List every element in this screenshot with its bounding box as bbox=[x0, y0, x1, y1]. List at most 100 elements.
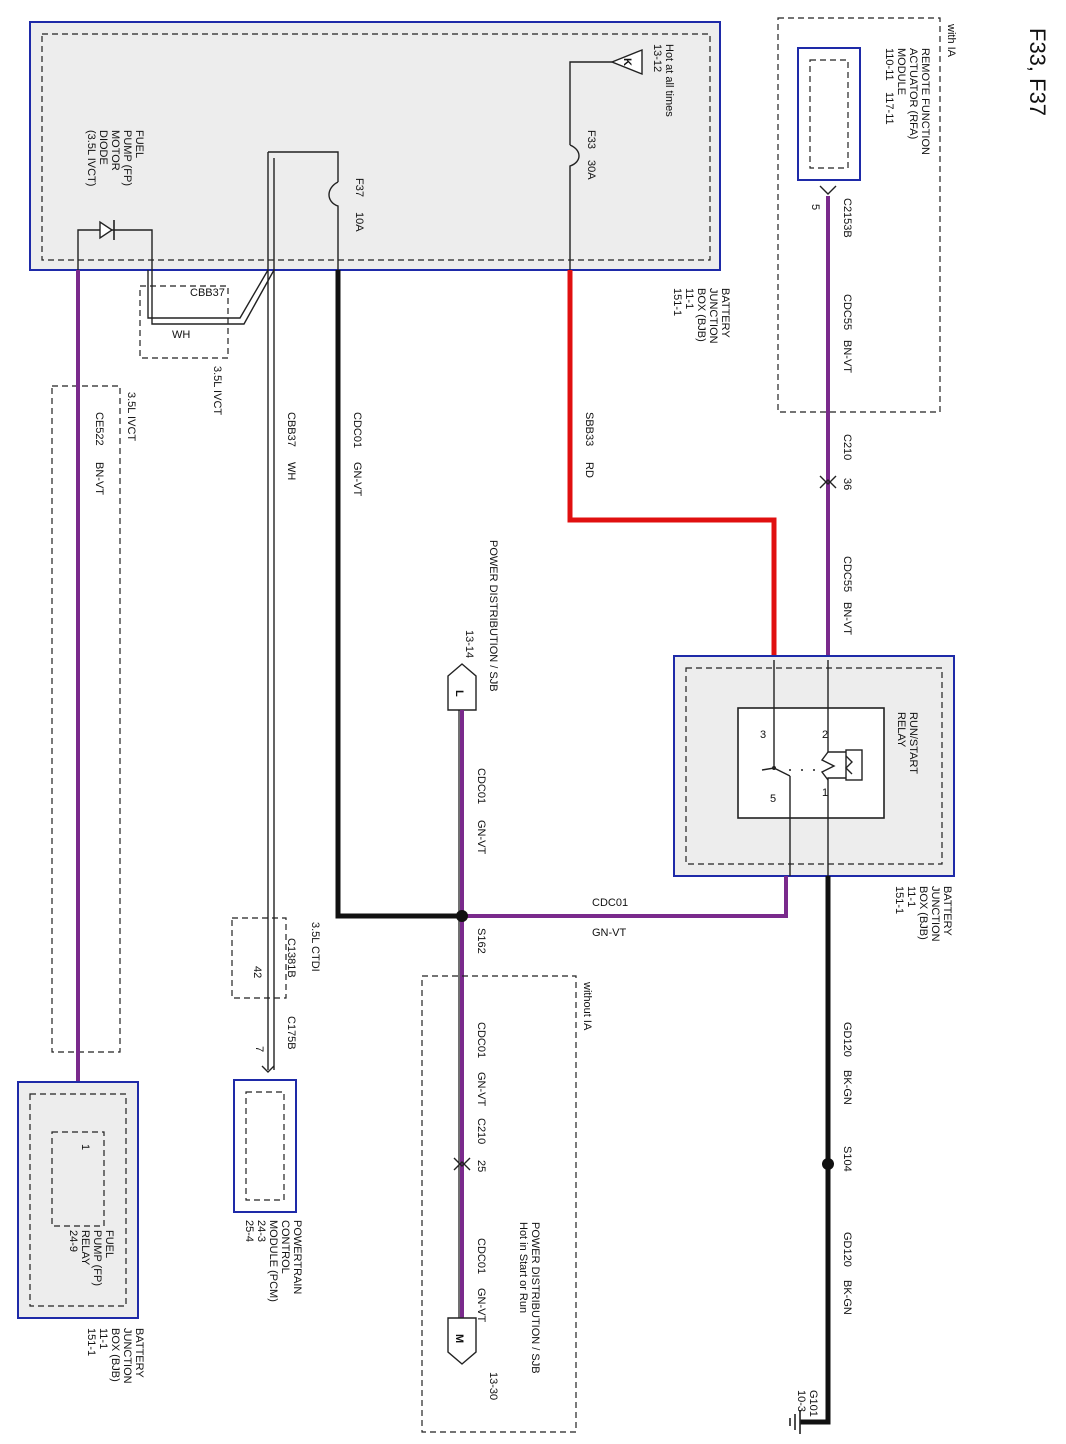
c2153b-label: C2153B bbox=[841, 198, 853, 238]
wire-cdc01-relay bbox=[462, 876, 788, 918]
c1381b-label: C1381B bbox=[285, 938, 297, 978]
fuse-f33-rating: 30A bbox=[585, 160, 597, 180]
svg-text:BOX (BJB): BOX (BJB) bbox=[695, 288, 707, 342]
cbb37-connector: CBB37 bbox=[190, 287, 225, 299]
svg-text:CONTROL: CONTROL bbox=[279, 1220, 291, 1274]
rfa-module-label: REMOTE FUNCTION ACTUATOR (RFA) MODULE 11… bbox=[883, 48, 931, 155]
wire-cdc01-horizontal-color: GN-VT bbox=[592, 927, 627, 939]
splice-s162-label: S162 bbox=[475, 928, 487, 954]
without-ia-condition-box bbox=[421, 975, 577, 1433]
cbb37-splice-box: CBB37 WH 3.5L IVCT bbox=[139, 269, 275, 415]
wire-cdc01-horizontal-label: CDC01 bbox=[592, 897, 628, 909]
svg-text:110-11: 110-11 bbox=[883, 48, 895, 81]
svg-text:151-1: 151-1 bbox=[671, 288, 683, 316]
svg-text:REMOTE FUNCTION: REMOTE FUNCTION bbox=[919, 48, 931, 155]
c210-25-connector: C210 25 bbox=[453, 1118, 487, 1172]
pd-bottom-sub: Hot in Start or Run bbox=[517, 1222, 529, 1313]
pd-bottom-label: POWER DISTRIBUTION / SJB bbox=[529, 1222, 541, 1374]
wire-cdc01-vertical-color-1: GN-VT bbox=[475, 820, 487, 855]
svg-text:11-1: 11-1 bbox=[97, 1328, 109, 1349]
fuse-f37-symbol bbox=[328, 181, 339, 270]
svg-text:FUEL: FUEL bbox=[133, 130, 145, 158]
wire-ce522-color: BN-VT bbox=[93, 462, 105, 495]
svg-text:11-1: 11-1 bbox=[905, 886, 917, 907]
wire-cdc55-label-top: CDC55 bbox=[841, 294, 853, 330]
svg-text:BATTERY: BATTERY bbox=[941, 886, 953, 936]
run-start-relay: 1 2 3 5 bbox=[737, 707, 885, 819]
ground-g101-icon bbox=[789, 1410, 801, 1434]
svg-text:24-9: 24-9 bbox=[67, 1230, 79, 1252]
c210-36-label: C210 bbox=[841, 434, 853, 460]
connector-pin-l: L bbox=[453, 690, 465, 697]
svg-text:MODULE: MODULE bbox=[895, 48, 907, 95]
svg-text:RUN/START: RUN/START bbox=[907, 712, 919, 774]
c2153b-pin: 5 bbox=[809, 204, 821, 210]
c2153b-connector: C2153B 5 bbox=[809, 185, 853, 238]
splice-s104-label: S104 bbox=[841, 1146, 853, 1172]
rfa-module-box bbox=[797, 47, 861, 181]
c175b-pin: 7 bbox=[253, 1046, 265, 1052]
pd-bottom-connector: M POWER DISTRIBUTION / SJB Hot in Start … bbox=[447, 1222, 541, 1400]
bjb-right-label: BATTERY JUNCTION BOX (BJB) 11-1 151-1 bbox=[893, 886, 953, 942]
splice-s104 bbox=[822, 1158, 834, 1170]
bjb-top-label: BATTERY JUNCTION BOX (BJB) 11-1 151-1 bbox=[671, 288, 731, 344]
wire-cdc01-vertical-label-3: CDC01 bbox=[475, 1238, 487, 1274]
hot-at-all-times-connector: K Hot at all times 13-12 bbox=[610, 44, 675, 117]
svg-text:JUNCTION: JUNCTION bbox=[121, 1328, 133, 1384]
wire-gd120-label-top: GD120 bbox=[841, 1022, 853, 1057]
diode-label: FUEL PUMP (FP) MOTOR DIODE (3.5L IVCT) bbox=[85, 130, 145, 186]
svg-text:PUMP (FP): PUMP (FP) bbox=[121, 130, 133, 186]
c175b-connector: C175B 7 bbox=[253, 1016, 297, 1073]
pd-top-ref: 13-14 bbox=[463, 630, 475, 658]
relay-pin-5: 5 bbox=[770, 793, 776, 805]
without-ia-label: without IA bbox=[581, 981, 593, 1031]
hot-ref: 13-12 bbox=[651, 44, 663, 72]
pd-top-connector: L POWER DISTRIBUTION / SJB 13-14 bbox=[447, 540, 499, 711]
fuel-pump-motor-diode bbox=[77, 220, 153, 270]
wire-cdc01-color: GN-VT bbox=[351, 462, 363, 497]
svg-text:BOX (BJB): BOX (BJB) bbox=[109, 1328, 121, 1382]
svg-text:MODULE (PCM): MODULE (PCM) bbox=[267, 1220, 279, 1302]
svg-text:ACTUATOR (RFA): ACTUATOR (RFA) bbox=[907, 48, 919, 139]
ivct-condition-box bbox=[51, 385, 121, 1053]
relay-pin-1: 1 bbox=[822, 787, 828, 799]
c210-25-label: C210 bbox=[475, 1118, 487, 1144]
svg-text:JUNCTION: JUNCTION bbox=[929, 886, 941, 942]
wire-sbb33 bbox=[567, 270, 777, 660]
wire-cdc01-vertical-color-3: GN-VT bbox=[475, 1288, 487, 1323]
bjb-bottom-label: BATTERY JUNCTION BOX (BJB) 11-1 151-1 bbox=[85, 1328, 145, 1384]
page-title: F33, F37 bbox=[1025, 28, 1050, 116]
fp-relay-label: FUEL PUMP (FP) RELAY 24-9 bbox=[67, 1230, 115, 1286]
cbb37-condition: 3.5L IVCT bbox=[211, 366, 223, 415]
svg-text:36: 36 bbox=[841, 478, 853, 490]
with-ia-condition-box bbox=[777, 17, 941, 413]
fuse-f37-label: F37 bbox=[353, 178, 365, 197]
fuse-f37-rating: 10A bbox=[353, 212, 365, 232]
wire-cdc55-color-top: BN-VT bbox=[841, 340, 853, 373]
c1381b-pin: 42 bbox=[251, 966, 263, 978]
wire-cdc01-vertical-label-1: CDC01 bbox=[475, 768, 487, 804]
svg-text:PUMP (FP): PUMP (FP) bbox=[91, 1230, 103, 1286]
svg-text:25-4: 25-4 bbox=[243, 1220, 255, 1242]
with-ia-label: with IA bbox=[945, 23, 957, 58]
wire-cdc01-vertical-label-2: CDC01 bbox=[475, 1022, 487, 1058]
pcm-box bbox=[233, 1079, 297, 1213]
wire-gd120-color-bottom: BK-GN bbox=[841, 1280, 853, 1315]
wire-cdc55-label-bottom: CDC55 bbox=[841, 556, 853, 592]
pcm-label: POWERTRAIN CONTROL MODULE (PCM) 24-3 25-… bbox=[243, 1220, 303, 1302]
svg-text:24-3: 24-3 bbox=[255, 1220, 267, 1242]
svg-text:151-1: 151-1 bbox=[893, 886, 905, 914]
svg-text:JUNCTION: JUNCTION bbox=[707, 288, 719, 344]
wire-cdc55-color-bottom: BN-VT bbox=[841, 602, 853, 635]
svg-text:151-1: 151-1 bbox=[85, 1328, 97, 1356]
hot-label: Hot at all times bbox=[663, 44, 675, 117]
fuse-f33-symbol bbox=[569, 144, 580, 270]
svg-text:POWERTRAIN: POWERTRAIN bbox=[291, 1220, 303, 1294]
svg-text:FUEL: FUEL bbox=[103, 1230, 115, 1258]
wire-sbb33-color: RD bbox=[583, 462, 595, 478]
svg-text:117-11: 117-11 bbox=[883, 92, 895, 125]
relay-label: RUN/START RELAY bbox=[895, 712, 919, 774]
connector-pin-k: K bbox=[621, 58, 633, 66]
wire-cbb37-color: WH bbox=[285, 462, 297, 480]
